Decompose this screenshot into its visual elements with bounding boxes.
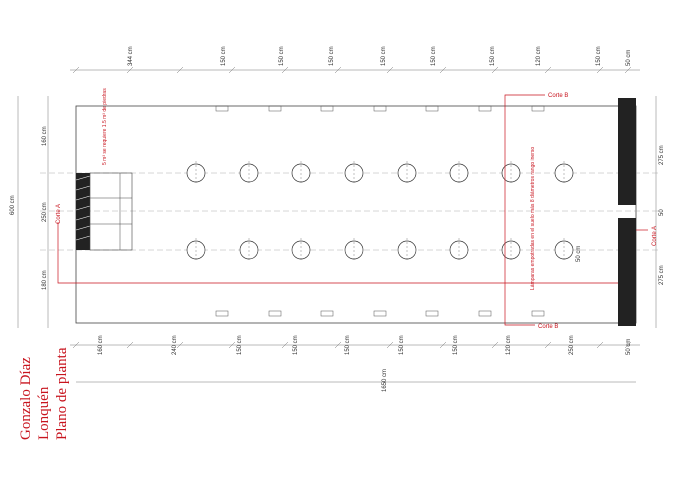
pit-note: 5 m³ se requiere 1.5 m³ de piedras — [102, 88, 108, 165]
wall-lamp-top — [373, 105, 387, 112]
top-dim-label: 150 cm — [329, 46, 335, 66]
lamp-note: Lámparas empotradas en el suelo más 8 di… — [530, 147, 536, 290]
wall-lamp-bottom — [320, 310, 334, 317]
wall-lamp-bottom — [478, 310, 492, 317]
section-line-b — [504, 94, 545, 326]
corte-b-bottom: Corte B — [538, 324, 558, 330]
top-dim-label: 150 cm — [596, 46, 602, 66]
wall-lamp-top — [215, 105, 229, 112]
bottom-dim-label: 240 cm — [172, 335, 178, 355]
wall-lamp-bottom — [531, 310, 545, 317]
top-dim-label: 150 cm — [381, 46, 387, 66]
top-dim-label: 150 cm — [431, 46, 437, 66]
left-dim-2: 250 cm — [42, 202, 48, 222]
wall-lamps — [215, 105, 545, 317]
top-dim-label: 50 cm — [626, 50, 632, 66]
top-dim-label: 150 cm — [221, 46, 227, 66]
wall-lamp-top — [320, 105, 334, 112]
wall-lamp-top — [531, 105, 545, 112]
bottom-dim-label: 150 cm — [399, 335, 405, 355]
right-wall-bottom — [618, 218, 636, 326]
stone-pit — [76, 173, 90, 250]
stair-block — [89, 172, 133, 251]
right-dim-1: 275 cm — [659, 145, 665, 165]
corte-a-left: Corte A — [56, 204, 62, 224]
top-dim-label: 150 cm — [490, 46, 496, 66]
bottom-dim-label: 150 cm — [237, 335, 243, 355]
wall-lamp-bottom — [215, 310, 229, 317]
wall-lamp-bottom — [268, 310, 282, 317]
corte-a-right: Corte A — [652, 226, 658, 246]
section-line-a — [57, 222, 618, 284]
bottom-dim-label: 160 cm — [98, 335, 104, 355]
wall-lamp-top — [478, 105, 492, 112]
bottom-dim-label: 150 cm — [345, 335, 351, 355]
bottom-dim-label: 250 cm — [569, 335, 575, 355]
bottom-dim-label: 150 cm — [293, 335, 299, 355]
title-line-2: Lonquén — [36, 386, 52, 440]
bottom-dim-label: 120 cm — [506, 335, 512, 355]
bottom-dim-label: 150 cm — [453, 335, 459, 355]
title-line-3: Plano de planta — [54, 347, 70, 440]
wall-lamp-bottom — [373, 310, 387, 317]
left-dim-3: 180 cm — [42, 270, 48, 290]
wall-lamp-top — [268, 105, 282, 112]
total-width-label: 600 cm — [10, 195, 16, 215]
right-dim-2: 50 — [659, 209, 665, 216]
corte-b-top: Corte B — [548, 93, 568, 99]
pit-hatching — [75, 175, 91, 241]
top-dim-label: 150 cm — [279, 46, 285, 66]
left-dim-1: 160 cm — [42, 126, 48, 146]
bottom-dim-label: 50 cm — [626, 339, 632, 355]
columns-group — [186, 161, 574, 262]
hall-outline — [75, 105, 637, 324]
wall-lamp-bottom — [425, 310, 439, 317]
top-dim-label: 344 cm — [128, 46, 134, 66]
total-length-label: 1650 cm — [382, 369, 388, 392]
right-dim-3: 275 cm — [659, 265, 665, 285]
circle-size-label: 50 cm — [576, 246, 582, 262]
title-line-1: Gonzalo Díaz — [18, 357, 34, 440]
wall-lamp-top — [425, 105, 439, 112]
top-dim-label: 120 cm — [536, 46, 542, 66]
right-wall-top — [618, 98, 636, 205]
